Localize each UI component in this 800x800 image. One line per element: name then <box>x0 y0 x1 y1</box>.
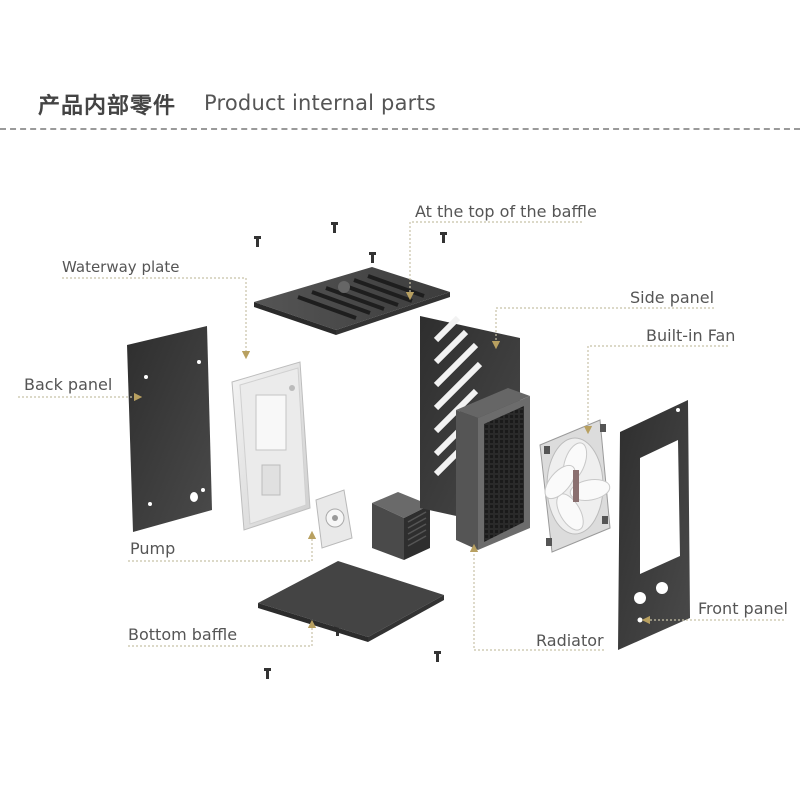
radiator-part <box>456 388 530 550</box>
leader-top-baffle <box>405 221 582 301</box>
leader-lines <box>18 221 784 651</box>
front-panel-part <box>618 400 690 650</box>
label-pump: Pump <box>130 539 176 558</box>
label-side-panel: Side panel <box>630 288 715 307</box>
heat-block-part <box>372 492 430 560</box>
leader-waterway-plate <box>62 277 251 360</box>
waterway-plate-part <box>231 361 311 531</box>
leader-side-panel <box>491 307 714 350</box>
label-bottom-baffle: Bottom baffle <box>128 625 238 644</box>
screw <box>254 236 261 247</box>
page-title-english: Product internal parts <box>204 91 437 115</box>
label-built-in-fan: Built-in Fan <box>646 326 736 345</box>
label-waterway-plate: Waterway plate <box>62 258 180 276</box>
screw <box>440 232 447 243</box>
bottom-baffle-part <box>258 561 444 642</box>
label-top-baffle: At the top of the baffle <box>415 202 597 221</box>
screw <box>264 668 271 679</box>
screw <box>369 252 376 263</box>
header: 产品内部零件 Product internal parts <box>0 0 800 135</box>
screw <box>434 651 441 662</box>
label-radiator: Radiator <box>536 631 604 650</box>
pump-part <box>315 489 353 549</box>
leader-bottom-baffle <box>128 619 317 647</box>
leader-built-in-fan <box>583 345 728 435</box>
top-baffle-part <box>254 267 450 335</box>
leader-radiator <box>469 543 604 651</box>
back-panel-part <box>127 326 212 532</box>
label-front-panel: Front panel <box>698 599 788 618</box>
screw <box>331 222 338 233</box>
built-in-fan-part <box>539 419 611 553</box>
label-back-panel: Back panel <box>24 375 113 394</box>
leader-pump <box>128 530 317 562</box>
page-title-chinese: 产品内部零件 <box>38 94 177 119</box>
header-divider <box>0 128 800 130</box>
